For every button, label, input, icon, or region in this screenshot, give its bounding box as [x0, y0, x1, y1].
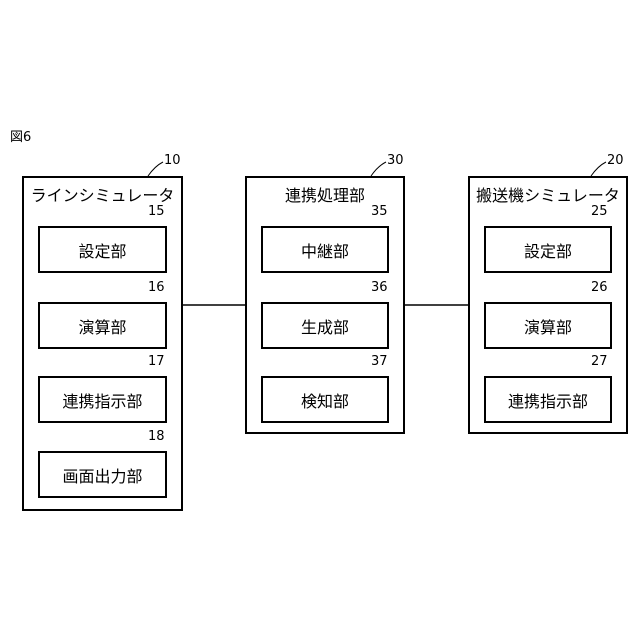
ref-number-coop-processing: 30 — [387, 153, 404, 168]
ref-number-line-simulator: 10 — [164, 153, 181, 168]
line-sim-screen-output-unit: 画面出力部 — [38, 451, 167, 498]
conveyor-sim-setting-unit: 設定部 — [484, 226, 612, 273]
line-sim-calc-unit: 演算部 — [38, 302, 167, 349]
leader-20 — [591, 162, 606, 176]
ref-number-coop-instruct-unit: 17 — [148, 354, 165, 369]
ref-number-setting-unit: 15 — [148, 204, 165, 219]
ref-number-conveyor-simulator: 20 — [607, 153, 624, 168]
ref-number-screen-output-unit: 18 — [148, 429, 165, 444]
coop-processing-title: 連携処理部 — [247, 182, 403, 206]
line-simulator-title: ラインシミュレータ — [24, 182, 181, 206]
ref-number-conveyor-coop-instruct-unit: 27 — [591, 354, 608, 369]
ref-number-conveyor-calc-unit: 26 — [591, 280, 608, 295]
ref-number-detection-unit: 37 — [371, 354, 388, 369]
ref-number-calc-unit: 16 — [148, 280, 165, 295]
generation-unit: 生成部 — [261, 302, 389, 349]
line-sim-coop-instruct-unit: 連携指示部 — [38, 376, 167, 423]
conveyor-simulator-title: 搬送機シミュレータ — [470, 182, 626, 206]
ref-number-generation-unit: 36 — [371, 280, 388, 295]
line-sim-setting-unit: 設定部 — [38, 226, 167, 273]
leader-30 — [371, 162, 386, 176]
ref-number-relay-unit: 35 — [371, 204, 388, 219]
relay-unit: 中継部 — [261, 226, 389, 273]
conveyor-sim-calc-unit: 演算部 — [484, 302, 612, 349]
leader-10 — [148, 162, 163, 176]
conveyor-sim-coop-instruct-unit: 連携指示部 — [484, 376, 612, 423]
detection-unit: 検知部 — [261, 376, 389, 423]
ref-number-conveyor-setting-unit: 25 — [591, 204, 608, 219]
